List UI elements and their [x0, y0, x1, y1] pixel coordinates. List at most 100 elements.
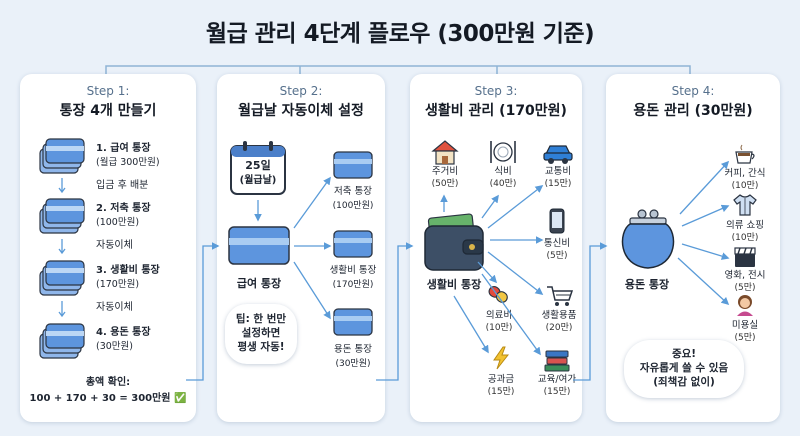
books-icon — [544, 350, 570, 372]
calendar-day: 25일 — [245, 159, 271, 172]
step3-cat-name-6: 생활용품 — [541, 310, 577, 321]
bank-card-stack-icon-1 — [39, 138, 85, 174]
step4-cat-name-2: 의류 쇼핑 — [726, 220, 764, 231]
step3-cat-amount-1: (50만) — [431, 179, 459, 189]
cart-icon — [547, 286, 574, 306]
step3-cat-amount-4: (5만) — [546, 251, 568, 261]
step4-source-label: 용돈 통장 — [624, 278, 670, 291]
step3-cat-amount-6: (20만) — [545, 323, 573, 333]
important-note-bubble: 중요! 자유롭게 쓸 수 있음 (죄책감 없이) — [624, 340, 744, 398]
tip-line-2: 설정하면 — [241, 327, 281, 339]
step2-target-name-1: 저축 통장 — [334, 186, 372, 197]
step1-account-amount-2: (100만원) — [96, 217, 140, 228]
step4-cat-amount-2: (10만) — [731, 233, 759, 243]
wallet-to-lightning-arrow — [453, 295, 489, 354]
purse-to-shirt-arrow — [681, 204, 730, 227]
step4-number: Step 4: — [671, 84, 715, 98]
pill-icon — [488, 286, 508, 303]
utensils-icon — [490, 141, 516, 163]
calendar-label: (월급날) — [239, 175, 277, 186]
bank-card-stack-icon-4 — [39, 323, 85, 359]
clapperboard-icon — [734, 247, 756, 267]
living-card-icon — [333, 230, 373, 258]
step3-cat-name-5: 의료비 — [485, 310, 513, 321]
step3-cat-amount-5: (10만) — [485, 323, 513, 333]
coin-purse-icon — [621, 209, 675, 269]
step1-account-name-1: 1. 급여 통장 — [96, 143, 151, 154]
step3-source-label: 생활비 통장 — [426, 278, 482, 291]
tip-line-1: 팁: 한 번만 — [235, 313, 287, 325]
step2-target-amount-3: (30만원) — [335, 359, 371, 369]
step1-account-name-2: 2. 저축 통장 — [96, 203, 151, 214]
step2-target-name-3: 용돈 통장 — [334, 344, 372, 355]
wallet-to-food-arrow — [481, 194, 499, 219]
step3-cat-amount-7: (15만) — [487, 387, 515, 397]
step1-account-amount-4: (30만원) — [96, 341, 133, 352]
step4-title: 용돈 관리 (30만원) — [633, 103, 753, 119]
bank-card-stack-icon-2 — [39, 198, 85, 234]
wallet-to-pill-arrow — [477, 261, 498, 284]
step1-account-amount-1: (월급 300만원) — [96, 157, 160, 168]
step2-target-name-2: 생활비 통장 — [329, 265, 377, 276]
note-line-1: 중요! — [671, 348, 697, 360]
step1-account-name-4: 4. 용돈 통장 — [96, 327, 151, 338]
step1-account-amount-3: (170만원) — [96, 279, 140, 290]
savings-card-icon — [333, 151, 373, 179]
bank-card-stack-icon-3 — [39, 260, 85, 296]
salary-to-allowance-arrow — [293, 261, 331, 320]
allowance-card-icon — [333, 308, 373, 336]
house-icon — [431, 140, 459, 165]
step1-connector-2: 자동이체 — [96, 240, 133, 251]
step1-account-name-3: 3. 생활비 통장 — [96, 265, 160, 276]
car-icon — [543, 145, 573, 164]
tip-bubble: 팁: 한 번만 설정하면 평생 자동! — [225, 304, 297, 364]
wallet-to-car-arrow — [487, 185, 544, 229]
calendar-icon — [230, 141, 286, 195]
step2-to-step3-arrow — [376, 242, 414, 381]
step2-source-label: 급여 통장 — [236, 277, 282, 290]
wallet-to-cart-arrow — [487, 251, 544, 295]
step1-to-step2-arrow — [186, 242, 220, 381]
step3-cat-amount-8: (15만) — [543, 387, 571, 397]
total-formula: 100 + 170 + 30 = 300만원 ✅ — [29, 393, 187, 404]
step3-cat-name-8: 교육/여가 — [537, 374, 577, 385]
note-line-3: (죄책감 없이) — [653, 376, 715, 388]
step3-cat-name-3: 교통비 — [544, 166, 572, 177]
note-line-2: 자유롭게 쓸 수 있음 — [639, 362, 729, 374]
page-title: 월급 관리 4단계 플로우 (300만원 기준) — [205, 21, 595, 47]
salary-to-savings-arrow — [293, 176, 331, 229]
step4-cat-amount-1: (10만) — [731, 181, 759, 191]
salary-account-card-icon — [228, 226, 290, 265]
wallet-to-books-arrow — [481, 273, 541, 356]
total-label: 총액 확인: — [85, 377, 131, 388]
hairdresser-icon — [737, 295, 753, 316]
step2-number: Step 2: — [279, 84, 323, 98]
step1-title: 통장 4개 만들기 — [59, 103, 157, 119]
step2-target-amount-2: (170만원) — [332, 280, 374, 290]
step3-to-step4-arrow — [573, 242, 608, 381]
coffee-icon — [735, 144, 755, 164]
step1-connector-3: 자동이체 — [96, 302, 133, 313]
step3-cat-name-4: 통신비 — [543, 238, 571, 249]
step3-cat-name-7: 공과금 — [487, 374, 515, 385]
step2-title: 월급날 자동이체 설정 — [238, 103, 364, 119]
step3-cat-name-2: 식비 — [494, 166, 512, 177]
step4-cat-name-1: 커피, 간식 — [724, 168, 766, 179]
step4-cat-amount-3: (5만) — [734, 283, 756, 293]
step3-number: Step 3: — [474, 84, 518, 98]
step4-cat-name-4: 미용실 — [731, 320, 759, 331]
tip-line-3: 평생 자동! — [237, 341, 285, 353]
phone-icon — [549, 208, 565, 234]
step3-cat-name-1: 주거비 — [431, 166, 459, 177]
step2-target-amount-1: (100만원) — [332, 201, 374, 211]
shirt-icon — [733, 194, 757, 216]
step1-connector-1: 입금 후 배분 — [96, 180, 149, 191]
wallet-icon — [424, 213, 484, 271]
purse-to-coffee-arrow — [679, 160, 730, 215]
step4-cat-amount-4: (5만) — [734, 333, 756, 343]
purse-to-clapper-arrow — [681, 243, 730, 260]
step4-cat-name-3: 영화, 전시 — [724, 270, 766, 281]
